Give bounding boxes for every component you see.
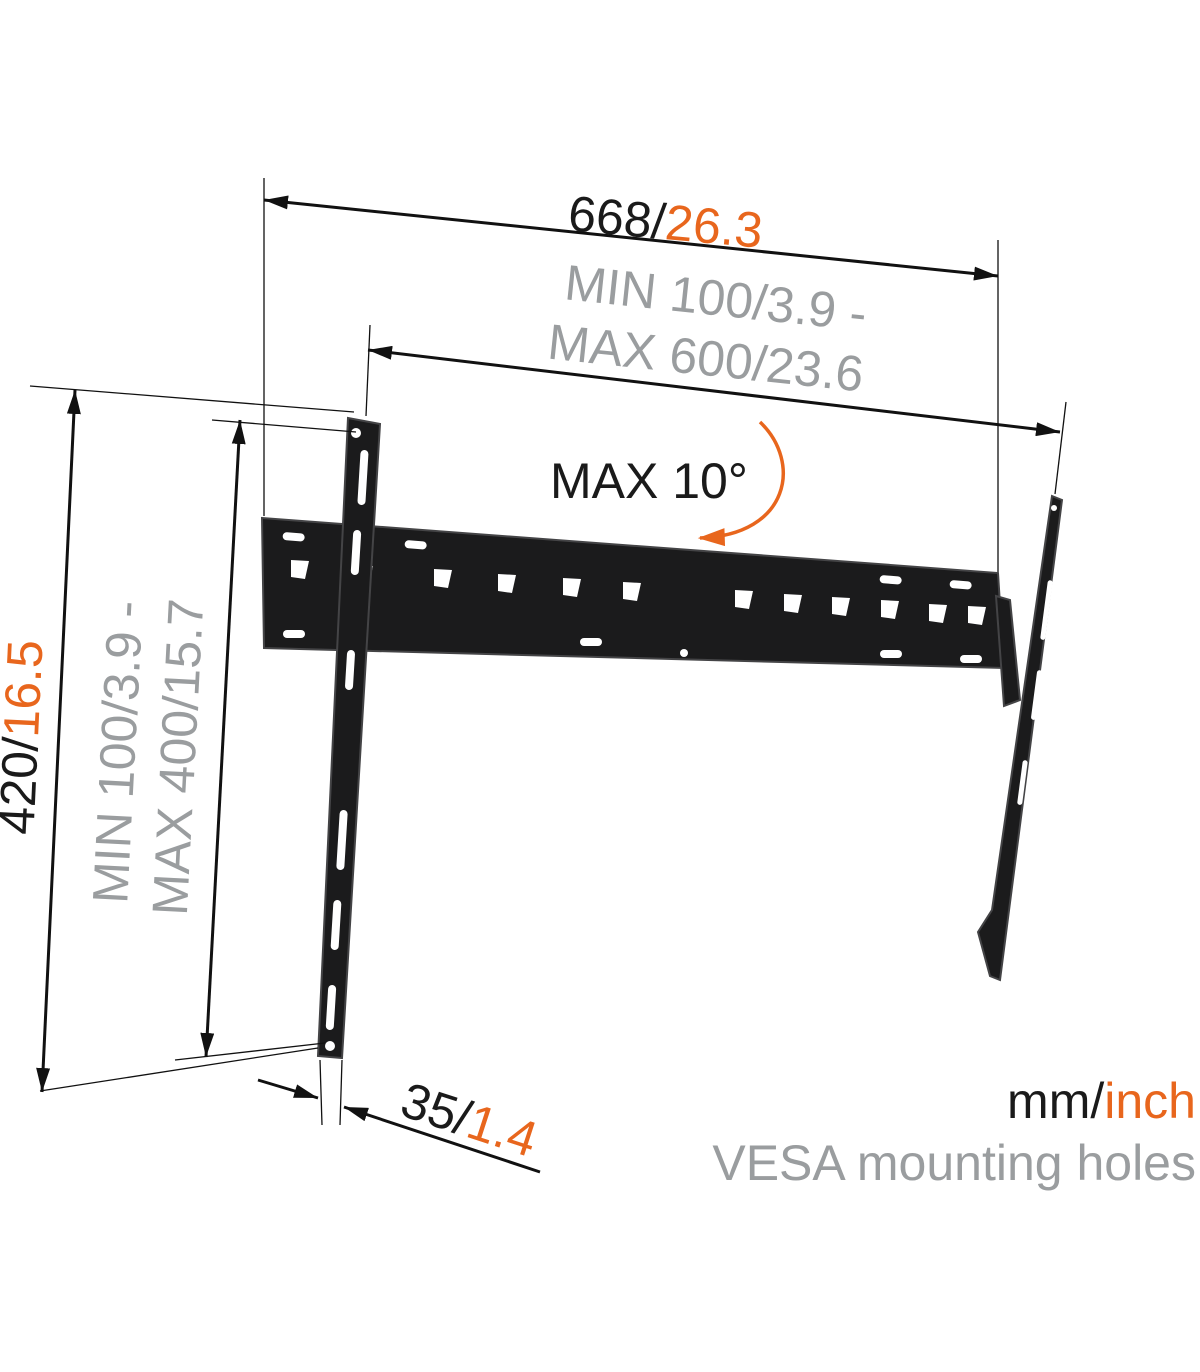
depth-label: 35/1.4 [394,1072,544,1168]
wall-plate [260,516,1006,670]
unit-legend: mm/inch [1007,1073,1196,1129]
width-dimension-arrow [263,195,999,281]
height-label: 420/16.5 [0,639,54,836]
dimension-arrows [36,195,1061,1174]
width-label: 668/26.3 [566,185,765,258]
height-dimension-arrow [36,389,81,1093]
vesa-vertical-label-line1: MIN 100/3.9 - [82,599,154,904]
depth-dimension-arrow-left [257,1078,319,1100]
vesa-caption: VESA mounting holes [712,1135,1196,1191]
vesa-horizontal-dimension-arrow [367,345,1061,437]
tilt-label: MAX 10° [550,453,748,509]
depth-dimension-arrow-right [343,1105,541,1174]
vesa-vertical-dimension-arrow [200,419,246,1058]
tilt-arrow [697,420,785,547]
left-tv-arm [316,416,382,1060]
vesa-vertical-label-line2: MAX 400/15.7 [142,597,215,916]
right-tv-arm [976,494,1064,982]
